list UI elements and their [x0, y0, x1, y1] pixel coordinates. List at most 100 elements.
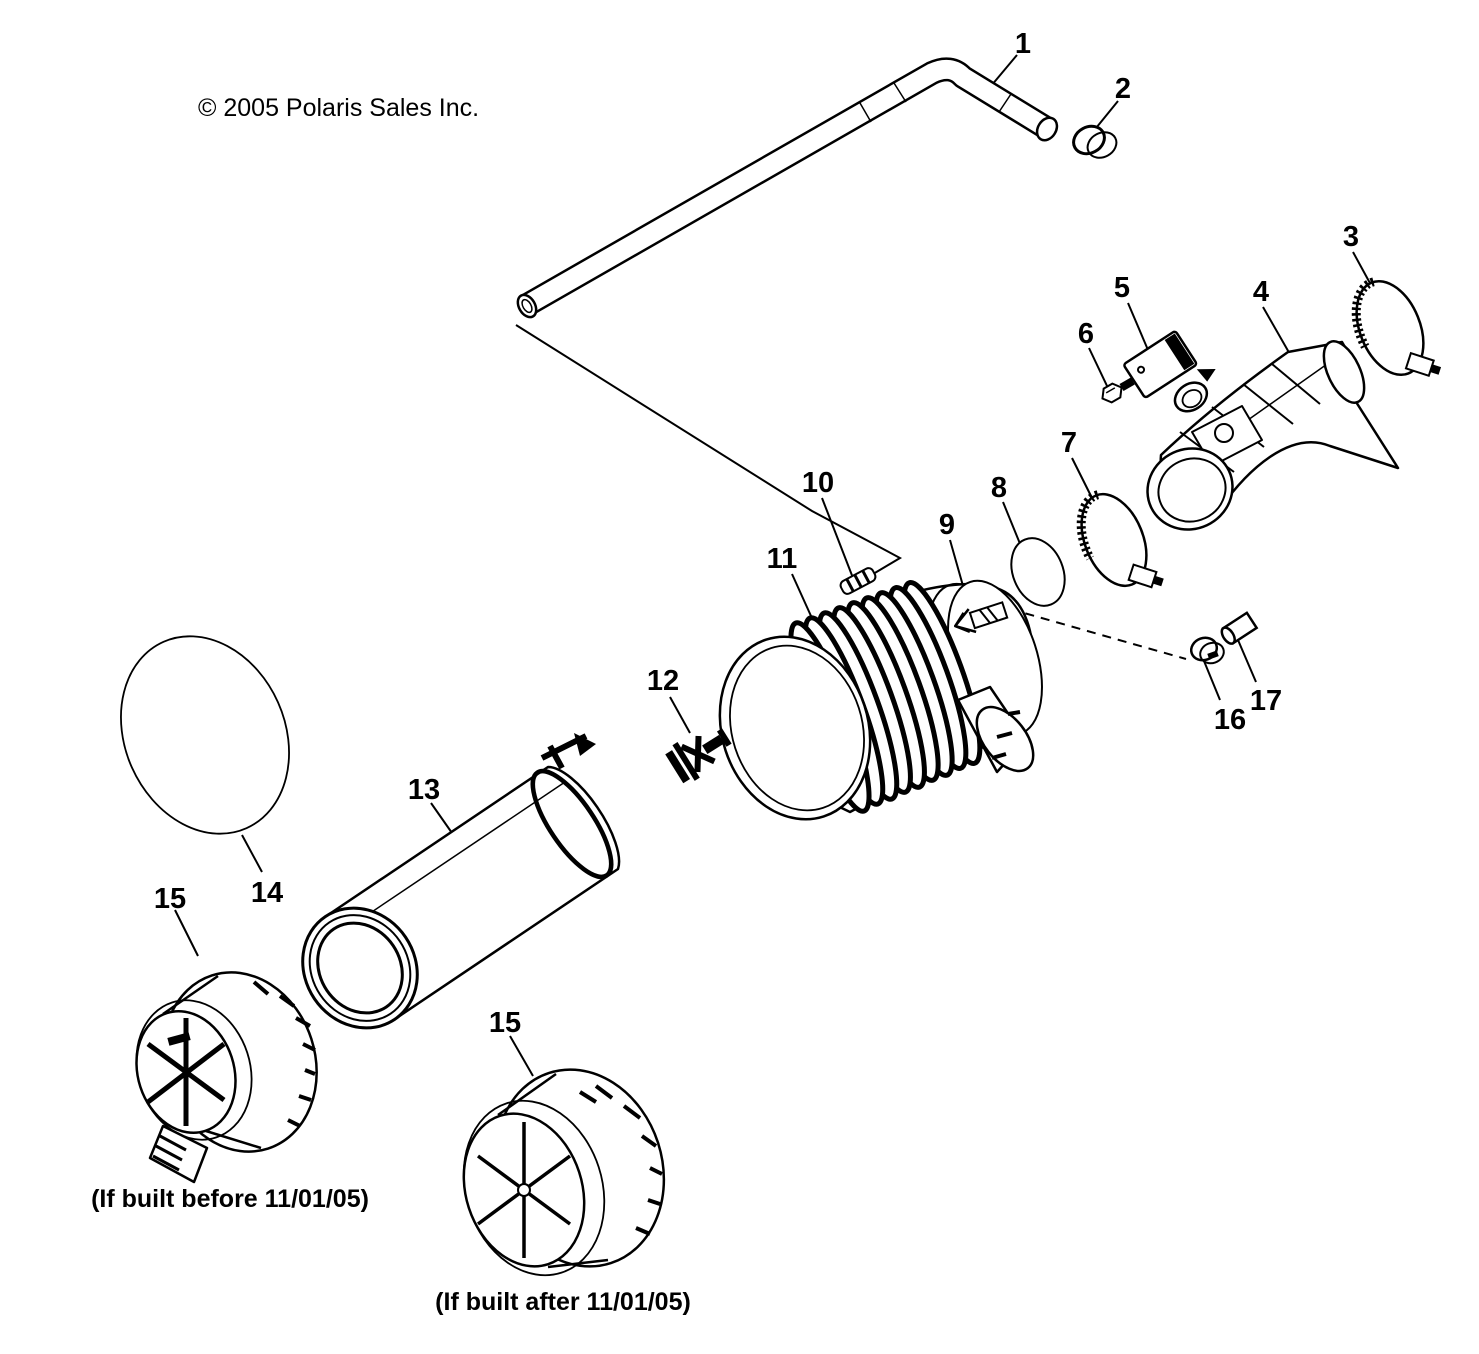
spacer-end	[1220, 626, 1236, 645]
part-15b-end-cap-after	[462, 1068, 666, 1277]
part-14-gasket	[120, 635, 290, 835]
duct-end-flange	[1322, 340, 1366, 404]
callout-15a: 15	[154, 883, 186, 915]
part-2-ring	[1072, 124, 1118, 159]
filter-ring-mid	[308, 914, 412, 1022]
part-3-hose-clamp	[1351, 277, 1442, 378]
leader-5	[1127, 302, 1149, 351]
leader-16	[1203, 660, 1221, 701]
leader-hose-to-fitting	[515, 324, 903, 584]
fitting-rib	[861, 569, 871, 584]
fitting-rib	[845, 578, 855, 593]
bolt-head	[1101, 382, 1123, 404]
cap-top-edge	[162, 974, 219, 1016]
fitting-thread	[986, 606, 999, 622]
fitting-thread	[978, 609, 991, 624]
clip-stem	[702, 734, 725, 755]
callout-7: 7	[1061, 427, 1077, 459]
copyright-text: © 2005 Polaris Sales Inc.	[198, 94, 479, 122]
duct-rib	[1271, 363, 1321, 405]
clip-tip	[716, 728, 732, 747]
airbox-outlet-tube	[956, 685, 1035, 774]
fitting-stem	[968, 601, 1009, 630]
sensor-collar-inner	[1181, 389, 1203, 409]
duct-bracket-hole	[1214, 423, 1234, 443]
airbox-mouth-inner	[729, 644, 865, 812]
clamp-screw	[1127, 563, 1164, 589]
hose-end-cap	[1035, 116, 1059, 142]
callout-13: 13	[408, 774, 440, 806]
leader-10	[821, 497, 854, 579]
airbox-mouth	[718, 635, 872, 821]
clamp-tbolt	[547, 744, 565, 770]
cap-hub	[517, 1183, 531, 1197]
filter-ring-inner	[316, 921, 404, 1015]
part-5-sensor	[1123, 330, 1216, 413]
clamp-serration	[1351, 277, 1375, 349]
leader-15a	[174, 909, 199, 957]
callout-8: 8	[991, 472, 1007, 504]
callout-1: 1	[1015, 28, 1031, 60]
part-9-barb-fitting	[954, 601, 1009, 634]
callout-2: 2	[1115, 73, 1131, 105]
leader-6	[1088, 347, 1109, 389]
cap-vent-slits	[578, 1084, 663, 1236]
part-7-hose-clamp	[1076, 490, 1164, 589]
bolt-head-line	[1105, 387, 1116, 394]
cap-bottom-edge	[205, 1129, 262, 1150]
callout-15b: 15	[489, 1007, 521, 1039]
callout-17: 17	[1250, 685, 1282, 717]
spout-body	[148, 1124, 209, 1184]
leader-14	[241, 834, 263, 873]
hose-seam	[998, 93, 1012, 113]
note-built-before: (If built before 11/01/05)	[91, 1185, 369, 1213]
leader-17	[1237, 639, 1257, 683]
leader-15b	[509, 1035, 534, 1077]
callout-labels: 1 2 3 4 5 6 7 8 9 10 11 12 13 14 15 15 1…	[154, 28, 1359, 1039]
part-10-top-fitting	[839, 567, 877, 595]
clip-cross	[694, 735, 702, 773]
bushing-detail	[1207, 650, 1219, 660]
hose-fill	[522, 59, 1053, 314]
bushing-front	[1189, 636, 1219, 662]
filter-clamp-band	[530, 768, 614, 880]
outlet-opening	[975, 705, 1035, 773]
hose-seam	[893, 82, 907, 103]
callout-6: 6	[1078, 318, 1094, 350]
clip-plate	[672, 742, 700, 781]
callout-11: 11	[767, 543, 798, 575]
callout-9: 9	[939, 509, 955, 541]
cap-vent-slits	[252, 980, 316, 1128]
part-13-filter	[301, 733, 621, 1030]
screw-housing	[1127, 563, 1158, 589]
sensor-hole	[1137, 365, 1146, 374]
cap-face-marking	[167, 1032, 191, 1046]
cap-top-edge	[497, 1072, 557, 1117]
filter-seam	[344, 781, 566, 931]
callout-12: 12	[647, 665, 679, 697]
cap-drain-spout	[148, 1124, 209, 1184]
callout-16: 16	[1214, 704, 1246, 736]
clip-plate	[665, 750, 691, 784]
duct-rib	[1242, 383, 1294, 425]
hose-bore	[521, 298, 533, 314]
callout-4: 4	[1253, 276, 1269, 308]
bushing-back	[1199, 641, 1225, 665]
ring-back	[1086, 131, 1118, 159]
filter-clamp-bolt	[540, 733, 596, 770]
outlet-tick	[1007, 710, 1021, 716]
part-12-clip	[665, 728, 732, 784]
part-15a-end-cap-before	[135, 971, 318, 1184]
leader-dashed-to-16	[1009, 608, 1187, 660]
clamp-screw	[1404, 351, 1442, 378]
screw-housing	[1404, 351, 1435, 378]
clamp-serration	[1076, 490, 1100, 561]
part-1-breather-hose	[516, 57, 1059, 319]
callout-10: 10	[802, 467, 834, 499]
screw-tip	[1152, 575, 1164, 587]
leader-12	[669, 696, 691, 734]
fitting-barb	[954, 612, 971, 633]
leader-7	[1071, 457, 1094, 501]
